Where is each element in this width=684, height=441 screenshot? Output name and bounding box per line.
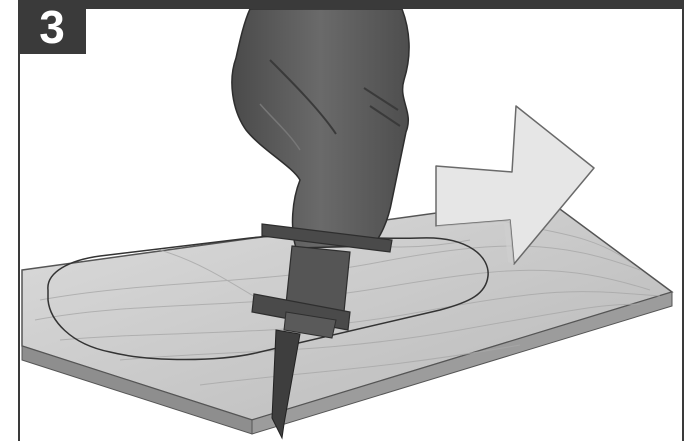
step-number: 3 xyxy=(39,4,65,50)
left-border xyxy=(18,0,20,441)
step-badge: 3 xyxy=(18,0,86,54)
header-rule xyxy=(18,0,684,9)
